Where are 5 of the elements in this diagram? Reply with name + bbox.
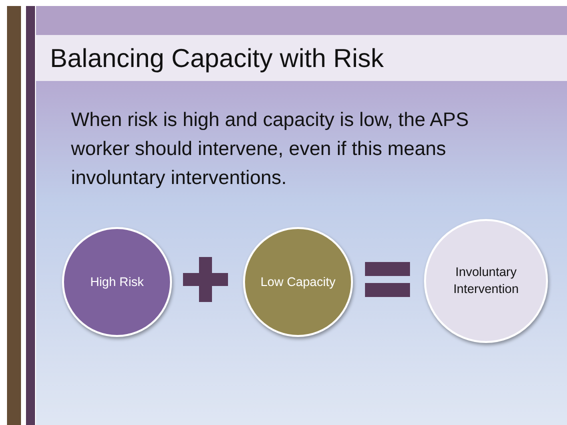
- body-text: When risk is high and capacity is low, the APS worker should intervene, even if this means involuntary interventions.: [71, 108, 470, 191]
- circle-label: High Risk: [90, 274, 144, 290]
- circle-label: Involuntary Intervention: [452, 264, 520, 298]
- slide-title: Balancing Capacity with Risk: [50, 43, 384, 74]
- circle-label: Low Capacity: [260, 274, 336, 290]
